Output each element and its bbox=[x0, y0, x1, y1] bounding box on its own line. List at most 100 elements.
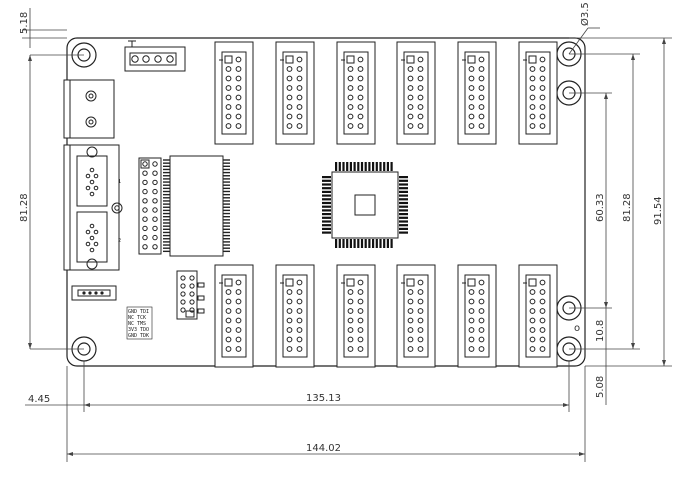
qfp-leg bbox=[375, 239, 378, 248]
ethernet-pin bbox=[93, 185, 99, 191]
qfp-leg bbox=[383, 239, 386, 248]
qfp-leg bbox=[357, 162, 360, 171]
small-mark: o bbox=[574, 323, 580, 334]
header-mark-1: 1 bbox=[118, 179, 121, 185]
dim-right-mid-height: 81.28 bbox=[622, 193, 633, 222]
jtag-label-3: NC TMS bbox=[128, 321, 146, 327]
dim-hole-diameter: Ø3.5 bbox=[579, 2, 591, 26]
dim-bottom-margin: 5.08 bbox=[595, 376, 606, 398]
qfp-leg bbox=[346, 162, 349, 171]
qfp-leg bbox=[360, 239, 364, 248]
qfp-leg bbox=[379, 162, 382, 171]
qfp-leg bbox=[322, 194, 331, 197]
hub75-connector-top-2 bbox=[275, 41, 315, 145]
qfp-leg bbox=[322, 190, 331, 193]
connector-4pin-top bbox=[124, 40, 186, 72]
jtag-pin bbox=[189, 275, 195, 281]
header-pin bbox=[142, 207, 148, 213]
qfp-leg bbox=[372, 239, 375, 248]
header-pin bbox=[142, 170, 148, 176]
ethernet-pin bbox=[93, 229, 99, 235]
ethernet-pin bbox=[89, 167, 95, 173]
hub75-connector-top-3 bbox=[336, 41, 376, 145]
hub75-row-top bbox=[214, 41, 558, 145]
dim-left-height: 81.28 bbox=[19, 193, 30, 222]
qfp-leg bbox=[322, 176, 331, 179]
qfp-leg bbox=[338, 239, 341, 248]
hub75-connector-bottom-6 bbox=[518, 264, 558, 368]
header-pin bbox=[142, 188, 148, 195]
jtag-pin bbox=[189, 283, 195, 289]
qfp-leg bbox=[399, 216, 408, 219]
ethernet-pin bbox=[85, 173, 91, 179]
qfp-leg bbox=[399, 231, 408, 234]
jtag-label-5: GND TDK bbox=[128, 333, 149, 339]
qfp-leg bbox=[399, 183, 408, 186]
ethernet-pin bbox=[89, 179, 95, 185]
hub75-connector-bottom-5 bbox=[457, 264, 497, 368]
qfp-leg bbox=[360, 162, 364, 171]
ethernet-pin bbox=[89, 223, 95, 229]
qfp-leg bbox=[349, 162, 352, 171]
qfp-leg bbox=[399, 190, 408, 193]
qfp-main-chip bbox=[322, 162, 408, 248]
qfp-leg bbox=[399, 227, 408, 230]
header-pin bbox=[142, 161, 148, 167]
header-pin bbox=[152, 207, 158, 213]
power-connector bbox=[71, 285, 117, 301]
ic-chip-dip bbox=[163, 155, 230, 257]
header-pin bbox=[142, 234, 148, 241]
header-pin bbox=[142, 216, 148, 222]
qfp-leg bbox=[368, 239, 371, 248]
header-pin bbox=[152, 198, 158, 204]
hub75-connector-bottom-4 bbox=[396, 264, 436, 368]
header-pin bbox=[142, 179, 148, 186]
header-pin bbox=[142, 225, 148, 232]
qfp-leg bbox=[399, 220, 408, 223]
qfp-leg bbox=[322, 183, 331, 186]
ethernet-pin bbox=[89, 247, 95, 253]
jtag-pin bbox=[180, 283, 186, 289]
qfp-leg bbox=[322, 179, 331, 182]
ethernet-pin bbox=[93, 241, 99, 247]
qfp-leg bbox=[386, 239, 389, 248]
hub75-connector-top-1 bbox=[214, 41, 254, 145]
header-pin bbox=[142, 198, 148, 204]
dim-top-margin: 5.18 bbox=[19, 12, 30, 34]
qfp-leg bbox=[364, 162, 367, 171]
qfp-leg bbox=[322, 205, 331, 208]
header-pin bbox=[152, 244, 158, 250]
qfp-leg bbox=[322, 220, 331, 223]
jtag-label-2: NC TCK bbox=[128, 315, 146, 321]
hub75-row-bottom bbox=[214, 264, 558, 368]
qfp-leg bbox=[335, 162, 338, 171]
pin-header-2x10 bbox=[138, 157, 162, 255]
qfp-leg bbox=[399, 209, 408, 212]
jtag-pin bbox=[180, 299, 186, 305]
qfp-leg bbox=[375, 162, 378, 171]
header-pin bbox=[152, 234, 158, 241]
qfp-leg bbox=[399, 194, 408, 197]
ethernet-pin bbox=[85, 241, 91, 247]
qfp-leg bbox=[322, 231, 331, 234]
ethernet-ports bbox=[63, 144, 120, 271]
qfp-leg bbox=[390, 239, 393, 248]
header-pin bbox=[152, 225, 158, 232]
qfp-leg bbox=[322, 213, 331, 216]
qfp-leg bbox=[322, 224, 331, 227]
rj45-jack-top bbox=[63, 79, 115, 139]
qfp-leg bbox=[379, 239, 382, 248]
jtag-pin bbox=[189, 291, 195, 297]
dim-hole-offset-right: 10.8 bbox=[595, 320, 606, 342]
qfp-leg bbox=[342, 239, 345, 248]
hub75-connector-top-5 bbox=[457, 41, 497, 145]
dim-right-outer-height: 91.54 bbox=[653, 196, 664, 225]
qfp-leg bbox=[322, 198, 331, 201]
qfp-leg bbox=[346, 239, 349, 248]
dim-right-inner-height: 60.33 bbox=[595, 193, 606, 222]
jtag-pin bbox=[180, 275, 186, 281]
header-mark-2: 2 bbox=[118, 238, 121, 244]
ethernet-pin bbox=[85, 229, 91, 235]
